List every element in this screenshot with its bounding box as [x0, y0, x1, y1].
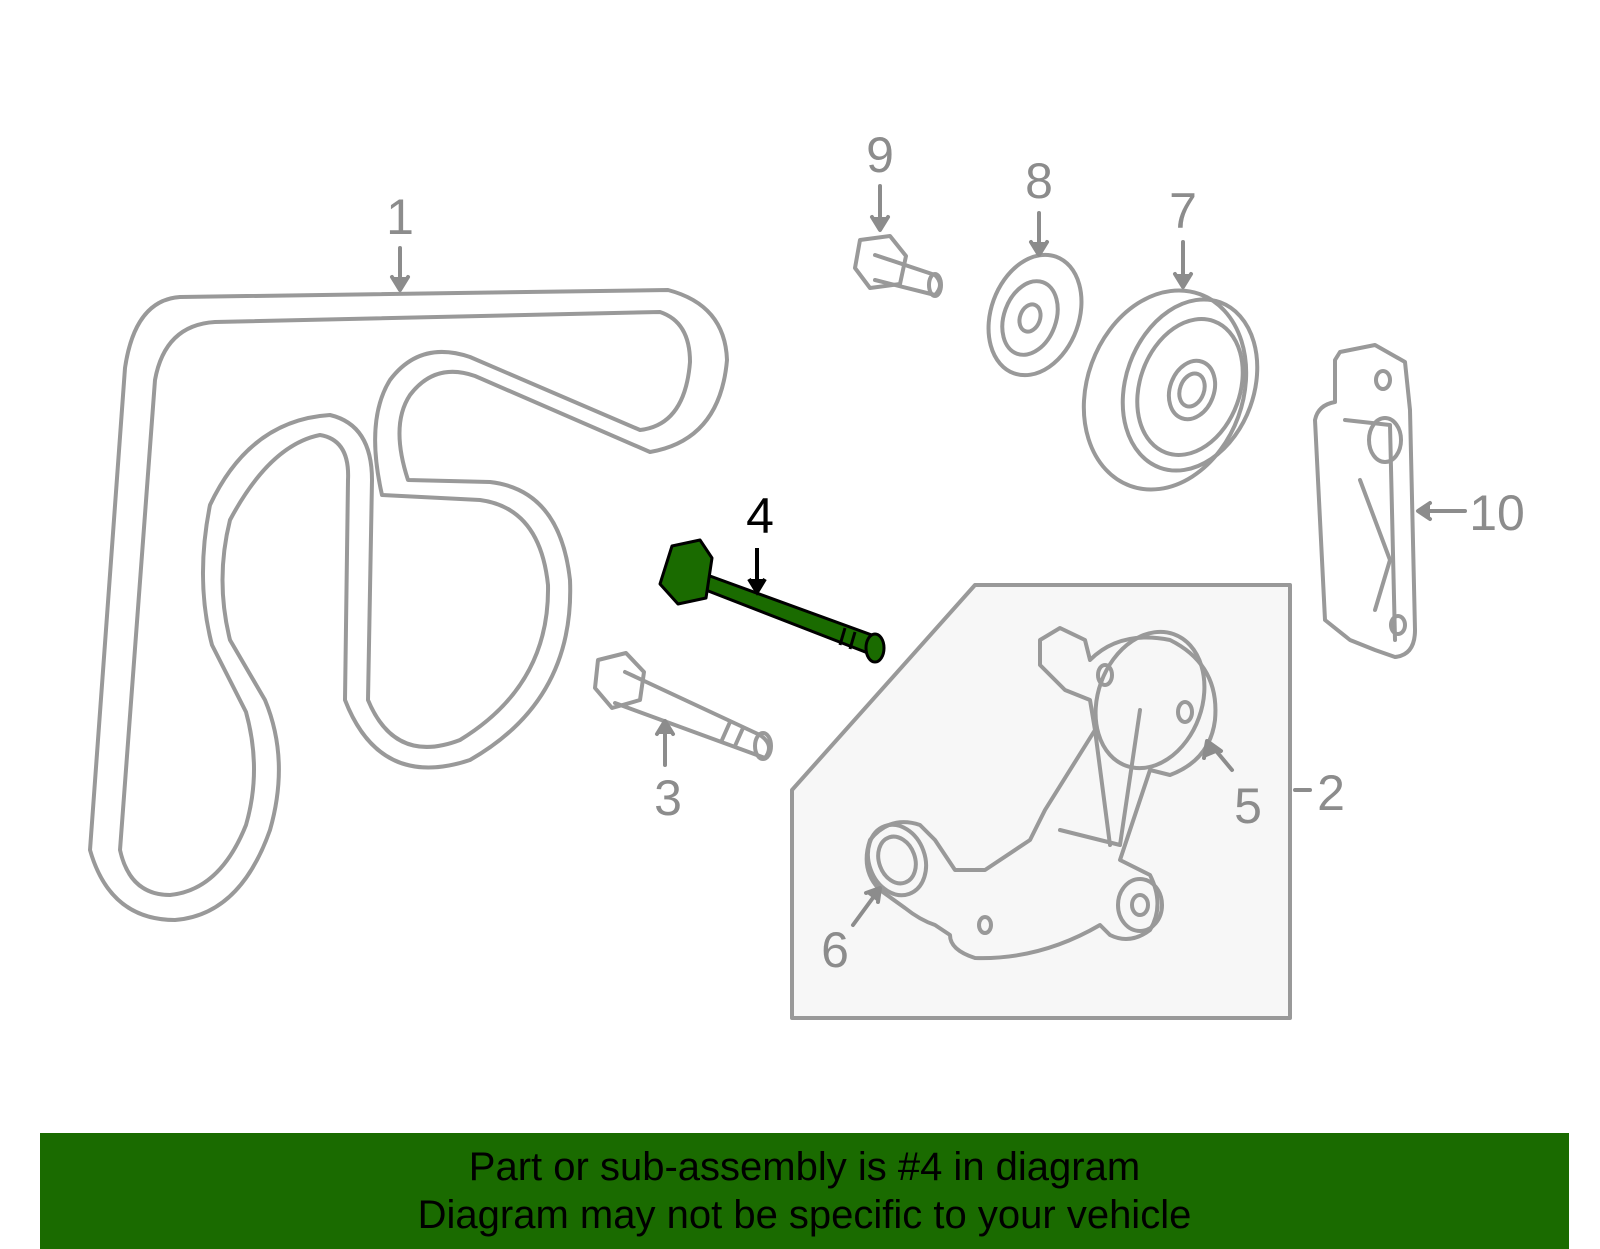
callout-3: 3	[654, 770, 682, 826]
callout-1: 1	[386, 189, 414, 245]
callout-7: 7	[1169, 183, 1197, 239]
tensioner-assembly	[864, 626, 1218, 961]
part-9-bolt	[853, 234, 943, 298]
banner-line-1: Part or sub-assembly is #4 in diagram	[468, 1145, 1141, 1189]
callout-2: 2	[1317, 765, 1345, 821]
part-4-bolt-highlighted	[658, 538, 886, 664]
info-banner: Part or sub-assembly is #4 in diagram Di…	[40, 1133, 1569, 1249]
parts-diagram: 1 9 8 7 10 4 3 5 2 6	[88, 127, 1525, 1020]
callout-8: 8	[1025, 153, 1053, 209]
part-7-idler-pulley	[1081, 288, 1260, 492]
part-10-bracket	[1313, 343, 1417, 659]
callout-6: 6	[821, 922, 849, 978]
leader-lines	[390, 184, 1467, 927]
callout-5: 5	[1234, 778, 1262, 834]
part-1-drive-belt	[88, 288, 729, 922]
callout-4: 4	[746, 488, 774, 544]
callout-10: 10	[1469, 485, 1525, 541]
part-8-spacer	[986, 252, 1084, 378]
leader-line-4	[747, 548, 767, 596]
part-3-bolt	[593, 651, 773, 761]
banner-line-2: Diagram may not be specific to your vehi…	[417, 1193, 1192, 1237]
callout-9: 9	[866, 127, 894, 183]
